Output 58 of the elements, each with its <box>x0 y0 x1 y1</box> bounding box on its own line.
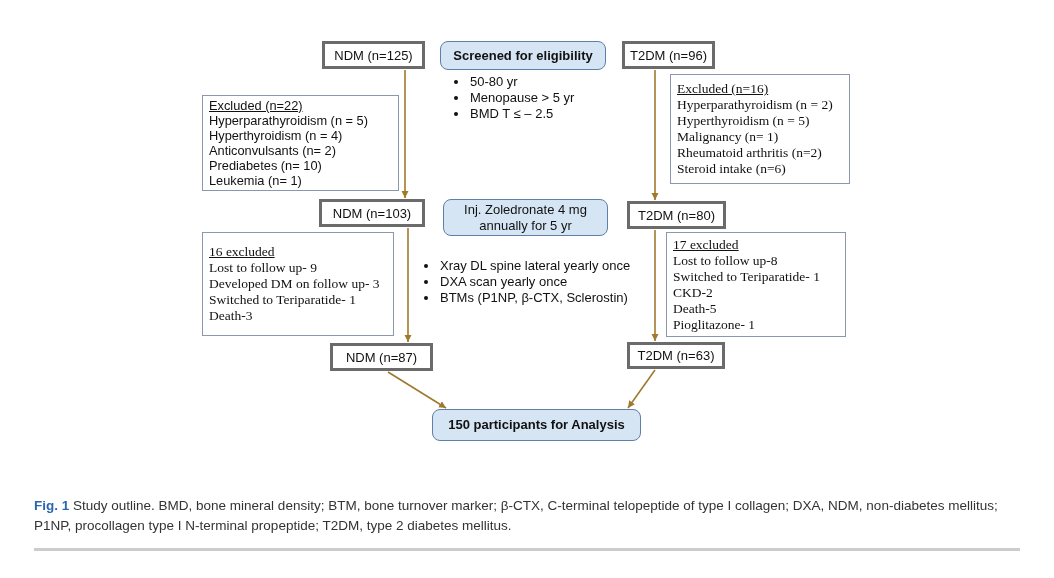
list-item: Hyperparathyroidism (n = 2) <box>677 97 834 113</box>
box-label: 150 participants for Analysis <box>448 417 625 433</box>
list-item: Lost to follow up- 9 <box>209 260 318 276</box>
list-item: Anticonvulsants (n= 2) <box>209 143 337 158</box>
box-label: T2DM (n=80) <box>638 207 715 223</box>
list-item: Developed DM on follow up- 3 <box>209 276 381 292</box>
process-box <box>443 199 608 236</box>
count-box <box>319 199 425 227</box>
arrow <box>651 229 659 342</box>
exclusion-box <box>202 232 394 336</box>
list-heading: Excluded (n=16) <box>677 81 770 97</box>
bullet-item: 50-80 yr <box>470 74 518 90</box>
list-item: Hyperparathyroidism (n = 5) <box>209 113 369 128</box>
exclusion-box <box>202 95 399 191</box>
count-box <box>627 342 725 369</box>
box-label: T2DM (n=96) <box>630 47 707 63</box>
box-label: NDM (n=87) <box>345 349 418 365</box>
list-item: Lost to follow up-8 <box>673 252 779 269</box>
list-item: Malignancy (n= 1) <box>677 129 780 145</box>
bullet-item: BMD T ≤ – 2.5 <box>470 106 554 122</box>
list-item: Switched to Teriparatide- 1 <box>209 292 357 308</box>
figure-caption: Fig. 1 Study outline. BMD, bone mineral density; BTM, bone turnover marker; β-CTX, C-terminal telopeptide of type I collagen; DXA, NDM, non-diabetes mellitus; P1NP, procollagen type I N-terminal propeptide; T2DM, type 2 diabetes mellitus. <box>34 497 999 535</box>
list-item: Rheumatoid arthritis (n=2) <box>677 145 823 161</box>
bullet-item: Menopause > 5 yr <box>470 90 575 106</box>
arrow <box>651 69 659 201</box>
arrow <box>627 369 656 409</box>
count-box <box>330 343 433 371</box>
list-item: Death-5 <box>673 300 718 317</box>
bullet-item: Xray DL spine lateral yearly once <box>440 258 631 274</box>
arrow <box>404 227 412 343</box>
list-item: Hyperthyroidism (n = 4) <box>209 128 344 143</box>
box-label: Inj. Zoledronate 4 mg annually for 5 yr <box>463 201 588 234</box>
arrow <box>401 69 409 199</box>
list-heading: 16 excluded <box>209 244 276 260</box>
process-box <box>440 41 606 70</box>
list-item: Death-3 <box>209 308 254 324</box>
bullet-item: DXA scan yearly once <box>440 274 568 290</box>
list-item: Leukemia (n= 1) <box>209 173 303 188</box>
box-label: Screened for eligibility <box>453 47 593 64</box>
box-label: NDM (n=103) <box>332 205 412 221</box>
count-box <box>322 41 425 69</box>
exclusion-box <box>670 74 850 184</box>
list-item: Prediabetes (n= 10) <box>209 158 323 173</box>
arrow <box>387 371 447 409</box>
box-label: NDM (n=125) <box>334 47 413 63</box>
exclusion-box <box>666 232 846 337</box>
count-box <box>627 201 726 229</box>
box-label: T2DM (n=63) <box>637 348 715 363</box>
list-item: Pioglitazone- 1 <box>673 316 757 333</box>
bullet-item: BTMs (P1NP, β-CTX, Sclerostin) <box>440 290 628 306</box>
count-box <box>622 41 715 69</box>
list-heading: 17 excluded <box>673 236 740 253</box>
list-item: Switched to Teriparatide- 1 <box>673 268 821 285</box>
list-item: CKD-2 <box>673 284 714 301</box>
process-box <box>432 409 641 441</box>
list-item: Steroid intake (n=6) <box>677 161 787 177</box>
list-item: Hyperthyroidism (n = 5) <box>677 113 811 129</box>
list-heading: Excluded (n=22) <box>209 98 304 113</box>
